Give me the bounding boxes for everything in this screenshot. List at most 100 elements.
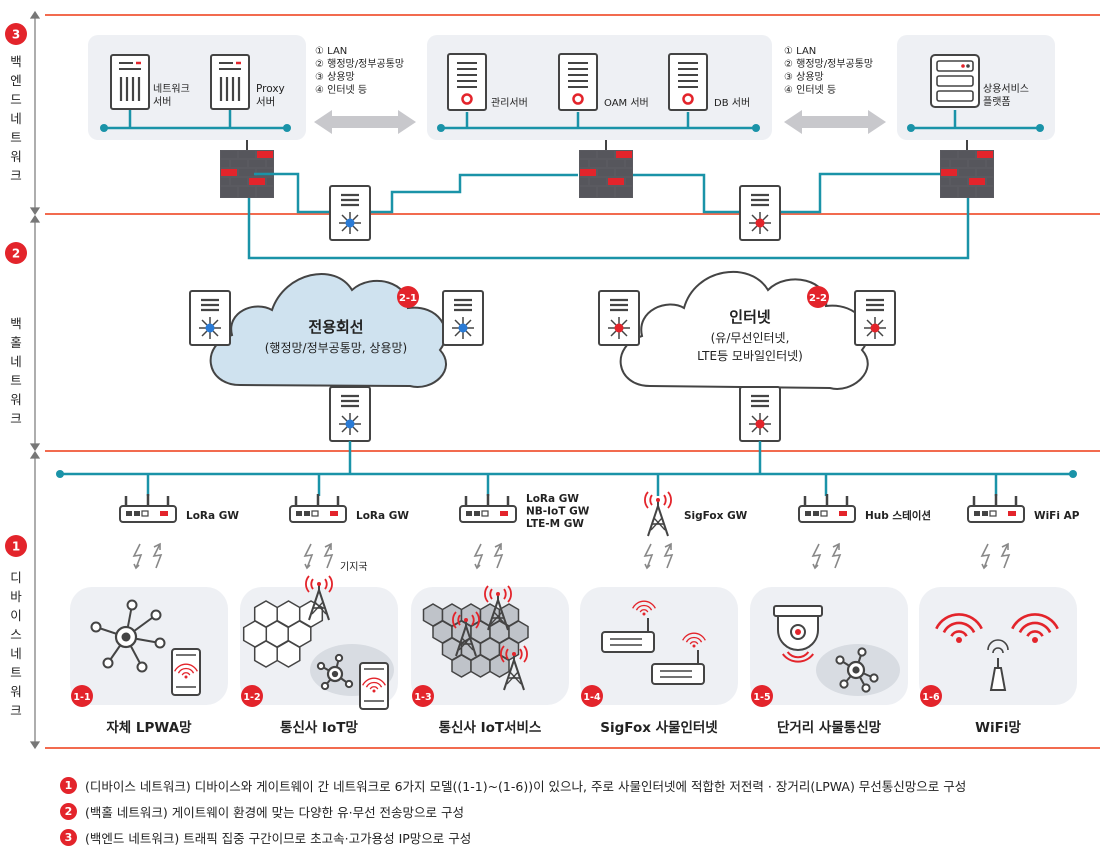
lpwa-hub-icon xyxy=(90,599,201,696)
panel-badge-text: 1-4 xyxy=(583,692,601,703)
gateway-router-icon xyxy=(797,492,857,524)
gateway-router-icon xyxy=(288,492,348,524)
cloud-2-1-badge-text: 2-1 xyxy=(399,293,417,304)
oam-server-label: OAM 서버 xyxy=(604,97,649,109)
sigfox-tower-icon xyxy=(643,491,673,537)
double-arrow-right xyxy=(784,110,886,134)
wireless-link-icon xyxy=(474,543,503,569)
wireless-link-icon xyxy=(981,543,1010,569)
cloud-2-1-title: 전용회선 xyxy=(308,318,363,336)
firewall-icon-3 xyxy=(940,150,994,198)
panel-label: SigFox 사물인터넷 xyxy=(600,719,717,736)
panel-badge xyxy=(920,685,942,707)
double-arrow-left xyxy=(314,110,416,134)
management-server-icon xyxy=(446,52,488,112)
commercial-platform-icon xyxy=(930,54,980,108)
panel-background xyxy=(919,587,1077,705)
footnote-2-text: (백홀 네트워크) 게이트웨이 환경에 맞는 다양한 유·무선 전송망으로 구성 xyxy=(85,804,465,820)
cctv-camera-icon xyxy=(773,605,900,696)
management-server-label: 관리서버 xyxy=(491,97,528,109)
gateway-1: LoRa GW xyxy=(118,492,239,569)
gateway-5: Hub 스테이션 xyxy=(797,492,931,569)
backend-router-left-icon xyxy=(328,184,372,242)
footnotes: 1 (디바이스 네트워크) 디바이스와 게이트웨이 간 네트워크로 6가지 모델… xyxy=(60,772,1090,850)
panel-badge xyxy=(751,685,773,707)
backhaul-network: 2-1 전용회선 (행정망/정부공통망, 상용망) 2-2 인터넷 (유/무선인… xyxy=(188,270,897,443)
cloud2-router-left-icon xyxy=(597,289,641,347)
backbone-links xyxy=(247,172,970,260)
device-network xyxy=(56,441,1077,496)
cloud-2-2-subtitle-1: (유/무선인터넷, xyxy=(711,331,790,345)
cloud-2-2-badge-text: 2-2 xyxy=(809,293,827,304)
wireless-link-icon xyxy=(133,543,162,569)
panel-badge xyxy=(241,685,263,707)
gateway-router-icon xyxy=(458,492,518,524)
wifi-signal-icon xyxy=(935,613,1059,691)
panel-badge xyxy=(412,685,434,707)
panel-label: 통신사 IoT서비스 xyxy=(439,720,542,736)
backend-router-right-icon xyxy=(738,184,782,242)
panel-label: 통신사 IoT망 xyxy=(280,719,358,736)
panel-badge-text: 1-2 xyxy=(243,692,260,703)
footnote-3-text: (백엔드 네트워크) 트래픽 집중 구간이므로 초고속·고가용성 IP망으로 구… xyxy=(85,830,472,846)
base-station-label: 기지국 xyxy=(340,561,368,573)
footnote-1: 1 (디바이스 네트워크) 디바이스와 게이트웨이 간 네트워크로 6가지 모델… xyxy=(60,772,1090,798)
gateway-label-1: LoRa GW xyxy=(186,510,239,522)
panel-label: WiFi망 xyxy=(975,719,1021,736)
gateway-2: LoRa GW xyxy=(288,492,409,569)
gateway-label-2: LoRa GW xyxy=(356,510,409,522)
gateway-router-icon xyxy=(118,492,178,524)
cloud1-router-bottom-icon xyxy=(328,385,372,443)
panel-label: 단거리 사물통신망 xyxy=(777,719,882,736)
sigfox-devices-icon xyxy=(601,600,706,685)
wireless-link-icon xyxy=(812,543,841,569)
internet-cloud xyxy=(619,270,869,390)
footnote-1-number: 1 xyxy=(60,776,77,794)
device-panel-1: 1-1자체 LPWA망 xyxy=(70,587,228,736)
footnote-1-text: (디바이스 네트워크) 디바이스와 게이트웨이 간 네트워크로 6가지 모델((… xyxy=(85,778,967,794)
device-layer-number: 1 xyxy=(12,540,20,554)
cloud1-router-right-icon xyxy=(441,289,485,347)
footnote-3: 3 (백엔드 네트워크) 트래픽 집중 구간이므로 초고속·고가용성 IP망으로… xyxy=(60,824,1090,850)
footnote-2: 2 (백홀 네트워크) 게이트웨이 환경에 맞는 다양한 유·무선 전송망으로 … xyxy=(60,798,1090,824)
layer-brackets xyxy=(29,10,41,750)
gateway-4: SigFox GW xyxy=(643,491,748,569)
gateway-6: WiFi AP xyxy=(966,492,1080,569)
proxy-server-icon xyxy=(209,53,251,111)
network-server-icon xyxy=(109,53,151,111)
panel-badge xyxy=(71,685,93,707)
panel-label: 자체 LPWA망 xyxy=(106,719,192,736)
panel-background xyxy=(70,587,228,705)
cloud-2-1-subtitle: (행정망/정부공통망, 상용망) xyxy=(265,340,407,355)
db-server-icon xyxy=(667,52,709,112)
cloud-2-2-title: 인터넷 xyxy=(729,308,771,326)
gateway-label-6: WiFi AP xyxy=(1034,510,1080,522)
cloud2-router-right-icon xyxy=(853,289,897,347)
cloud2-router-bottom-icon xyxy=(738,385,782,443)
panel-badge-text: 1-6 xyxy=(922,692,940,703)
wireless-link-icon xyxy=(304,543,333,569)
dedicated-line-cloud xyxy=(209,273,447,388)
device-panel-2: 1-2 통신사 IoT망 xyxy=(240,575,398,736)
panel-badge xyxy=(581,685,603,707)
